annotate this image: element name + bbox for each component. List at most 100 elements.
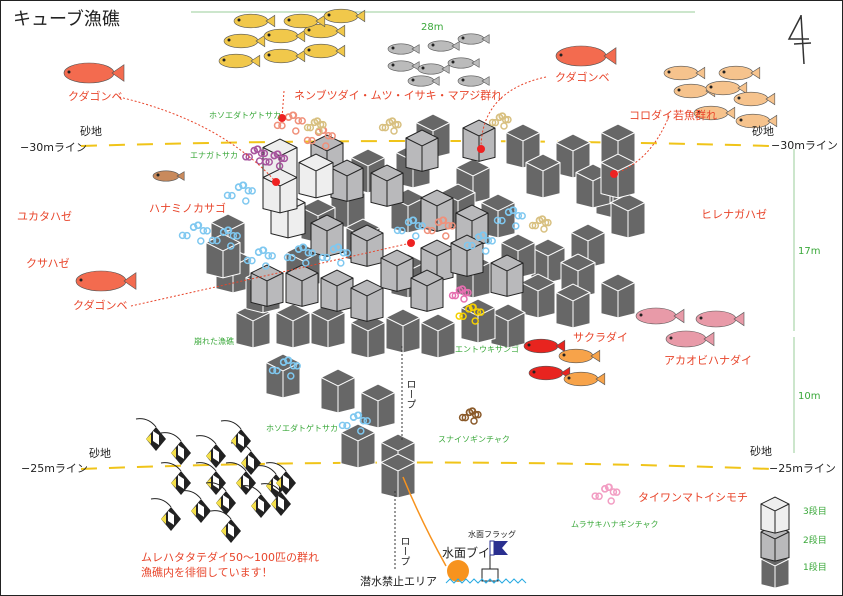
coral-label-enaga: エナガトサカ	[190, 151, 238, 160]
water-surface-icon	[445, 578, 527, 584]
bannerfish-icon	[195, 435, 226, 468]
reef-cube	[760, 496, 790, 534]
akaobi-fish-icon	[695, 310, 745, 328]
hosoeda-coral-icon	[178, 221, 211, 245]
hosoeda-coral-icon	[393, 216, 426, 240]
fish-label-taiwan: タイワンマトイシモチ	[638, 491, 748, 504]
coral-label-hosoeda: ホソエダトゲトサカ	[266, 424, 338, 433]
fish-label-kudagonbe: クダゴンベ	[68, 90, 123, 103]
fish-note-murehata: 漁礁内を徘徊しています！	[141, 566, 273, 579]
hosoeda-coral-icon	[338, 411, 371, 435]
nenbutsu-fish-icon	[223, 33, 266, 49]
line-25m-label: −25mライン	[21, 462, 88, 475]
bannerfish-icon	[160, 432, 191, 465]
reef-cube	[320, 368, 356, 414]
legend-cubes	[760, 496, 790, 589]
anemone-icon	[448, 285, 472, 303]
reef-cube	[265, 353, 301, 399]
korodai-fish-icon	[735, 113, 778, 129]
kudagonbe-fish-icon	[555, 45, 617, 67]
reef-cube	[350, 224, 384, 267]
fish-label-kudagonbe: クダゴンベ	[555, 71, 610, 84]
nenbutsu-fish-icon	[283, 13, 326, 29]
mutsu-fish-icon	[447, 57, 480, 69]
surface-flag-label: 水面フラッグ	[468, 530, 516, 539]
coral-label-sunaiso: スナイソギンチャク	[438, 435, 510, 444]
fish-label-korodai: コロダイ若魚群れ	[629, 109, 717, 122]
kudagonbe-fish-icon	[63, 62, 125, 84]
bannerfish-icon	[260, 483, 291, 516]
bannerfish-icon	[220, 420, 251, 453]
bannerfish-icon	[265, 462, 296, 495]
fish-illustrations	[63, 8, 778, 543]
depth-17m: 17m	[798, 246, 821, 257]
no-dive-area-label: 潜水禁止エリア	[360, 575, 437, 588]
reef-cube	[360, 383, 396, 429]
reef-cube	[350, 279, 384, 322]
reef-cube	[462, 119, 496, 162]
sand-label: 砂地	[752, 125, 774, 138]
depth-10m: 10m	[798, 391, 821, 402]
anemone-icon	[528, 215, 552, 233]
legend-level-1: 1段目	[803, 563, 827, 573]
fish-label-hirenaga: ヒレナガハゼ	[701, 208, 767, 221]
legend-level-3: 3段目	[803, 507, 827, 517]
nenbutsu-fish-icon	[323, 8, 366, 24]
hosoeda-coral-icon	[223, 181, 256, 205]
legend-level-2: 2段目	[803, 536, 827, 546]
korodai-fish-icon	[693, 105, 736, 121]
anemone-icon	[303, 117, 327, 135]
reef-cube	[370, 164, 404, 207]
reef-cube	[600, 273, 636, 319]
sand-label: 砂地	[89, 447, 111, 460]
fish-label-murehata: ムレハタタテダイ50〜100匹の群れ	[141, 551, 319, 564]
fish-label-kusa: クサハゼ	[26, 257, 70, 270]
reef-cube	[380, 249, 414, 292]
reef-cube	[410, 269, 444, 312]
bannerfish-icon	[210, 510, 241, 543]
reef-cube	[285, 264, 319, 307]
bannerfish-icon	[195, 462, 226, 495]
reef-cube	[420, 313, 456, 359]
murasaki-anemone-icon	[591, 483, 621, 505]
nenbutsu-fish-icon	[263, 48, 306, 64]
reef-cube	[490, 303, 526, 349]
mutsu-fish-icon	[387, 60, 420, 72]
mutsu-fish-icon	[457, 33, 490, 45]
hosoeda-coral-icon	[243, 246, 276, 270]
reef-cube	[760, 524, 790, 562]
buoy-icon	[447, 560, 469, 582]
fish-label-hanamino: ハナミノカサゴ	[149, 202, 226, 215]
reef-cube	[385, 308, 421, 354]
anemone-icon	[378, 117, 402, 135]
bannerfish-icon	[150, 498, 181, 531]
fish-label-akaobi: アカオビハナダイ	[664, 354, 752, 367]
tosaka-coral-icon	[423, 216, 456, 240]
korodai-fish-icon	[705, 80, 748, 96]
label-collapsed-reef: 崩れた漁礁	[194, 337, 234, 346]
mutsu-fish-icon	[457, 75, 490, 87]
sand-line-25m	[80, 461, 772, 470]
mutsu-fish-icon	[407, 75, 440, 87]
hosoeda-coral-icon	[283, 243, 316, 267]
reef-cube	[262, 168, 298, 214]
rope-label: ロープ	[398, 536, 409, 566]
nenbutsu-fish-icon	[263, 28, 306, 44]
sakuradai-fish-icon	[558, 348, 601, 364]
korodai-fish-icon	[733, 91, 776, 107]
sakuradai-fish-icon	[528, 365, 571, 381]
lionfish-icon	[152, 170, 185, 182]
sakuradai-fish-icon	[563, 371, 606, 387]
line-25m-label: −25mライン	[769, 462, 836, 475]
fish-label-nenbutsu: ネンブツダイ・ムツ・イサキ・マアジ群れ	[294, 89, 503, 102]
kudagonbe-fish-icon	[75, 270, 137, 292]
sunaiso-anemone-icon	[458, 407, 482, 425]
nenbutsu-fish-icon	[303, 23, 346, 39]
hosoeda-coral-icon	[493, 206, 526, 230]
nenbutsu-fish-icon	[303, 43, 346, 59]
mutsu-fish-icon	[427, 40, 460, 52]
fish-label-kudagonbe: クダゴンベ	[73, 299, 128, 312]
reef-cube	[610, 193, 646, 239]
reef-cube	[350, 313, 386, 359]
